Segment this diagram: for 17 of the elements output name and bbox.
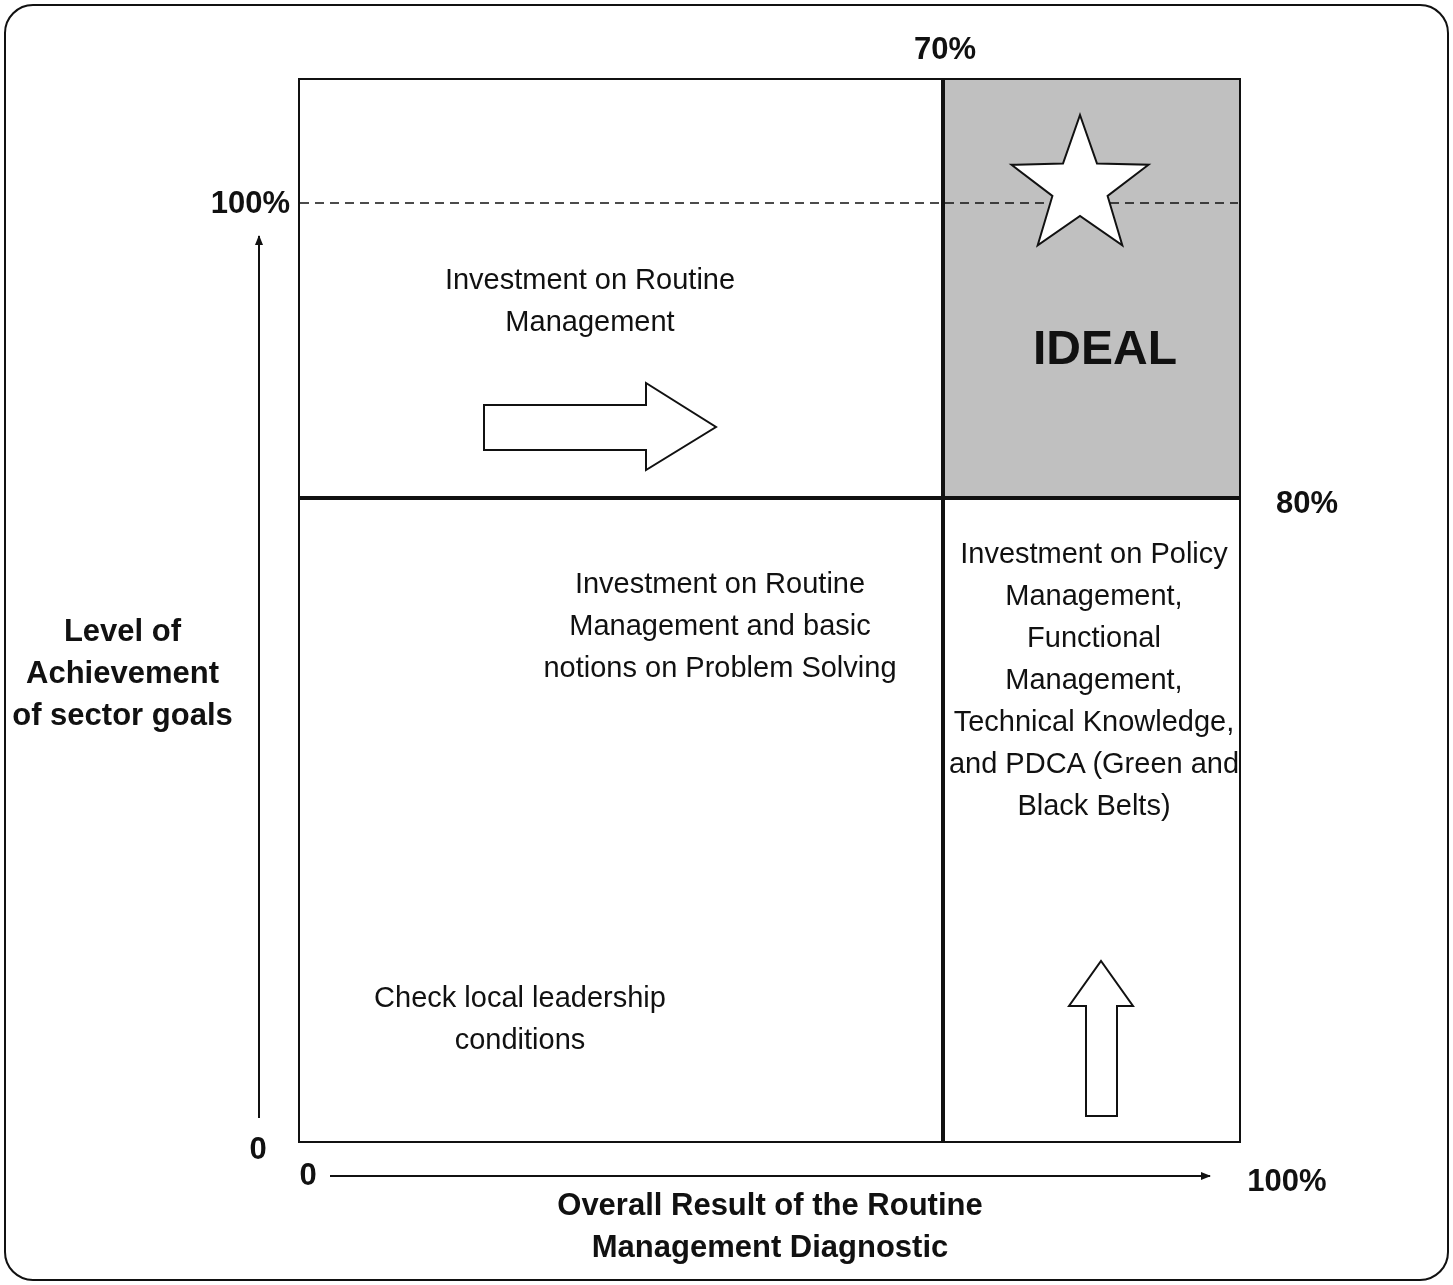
matrix-quadrant: [943, 78, 1241, 498]
axis-title: Overall Result of the Routine Management Diagnostic: [556, 1186, 984, 1266]
quadrant-text: Check local leadership conditions: [373, 980, 667, 1057]
axis-title: Level of Achievement of sector goals: [11, 612, 234, 734]
axis-value: 0: [248, 1130, 268, 1168]
axis-value: 80%: [1274, 484, 1339, 522]
axis-value: 0: [298, 1156, 318, 1194]
matrix-quadrant: [943, 498, 1241, 1143]
matrix-quadrant: [298, 498, 943, 1143]
axis-value: 100%: [209, 184, 290, 222]
axis-value: 100%: [1246, 1162, 1328, 1200]
axis-value: 70%: [912, 30, 977, 68]
quadrant-text: Investment on Policy Management, Functional Management, Technical Knowledge, and PDCA (Green and Black Belts): [948, 536, 1240, 823]
quadrant-title: IDEAL: [1032, 320, 1178, 376]
quadrant-text: Investment on Routine Management and basic notions on Problem Solving: [542, 566, 898, 685]
quadrant-text: Investment on Routine Management: [443, 262, 737, 339]
matrix-quadrant: [298, 78, 943, 498]
